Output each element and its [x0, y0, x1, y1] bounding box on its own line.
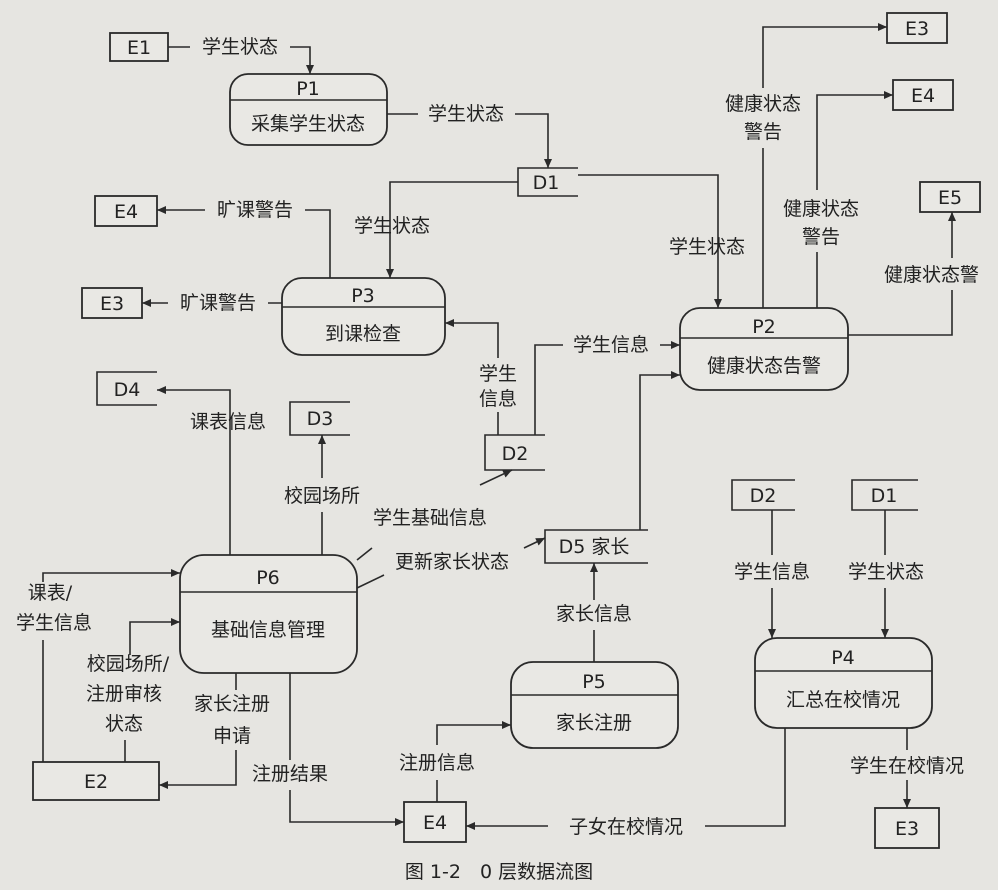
svg-text:E3: E3: [905, 18, 929, 40]
svg-text:D1: D1: [871, 485, 898, 507]
label-p3-e3: 旷课警告: [180, 292, 256, 314]
label-e2-p6b-line1: 校园场所/: [87, 653, 170, 675]
store-d2-mid: D2: [484, 434, 545, 471]
label-e2-p6b-line3: 状态: [105, 713, 143, 735]
entity-e1: E1: [109, 32, 169, 62]
svg-text:E4: E4: [114, 201, 138, 223]
store-d1-top: D1: [517, 167, 578, 197]
label-d1-p4: 学生状态: [848, 561, 924, 583]
label-p2-e3-line1: 健康状态: [725, 93, 801, 115]
entity-e4-top: E4: [892, 79, 954, 111]
label-p6-d2: 学生基础信息: [373, 507, 487, 529]
label-p2-e3-line2: 警告: [744, 121, 782, 143]
svg-text:E2: E2: [84, 771, 108, 793]
svg-text:到课检查: 到课检查: [325, 323, 401, 345]
label-e2-p6b-line2: 注册审核: [86, 683, 162, 705]
svg-text:E4: E4: [911, 85, 935, 107]
store-d5: D5 家长: [544, 529, 648, 564]
label-p6-e2-line1: 家长注册: [194, 693, 270, 715]
svg-text:P2: P2: [752, 316, 776, 338]
label-p5-d5: 家长信息: [556, 603, 632, 625]
svg-text:E5: E5: [938, 187, 962, 209]
svg-text:E1: E1: [127, 37, 151, 59]
flow-labels: 学生状态 学生状态 学生状态 学生状态 旷课警告 旷课警告 健康状态 警告 健康…: [16, 36, 979, 838]
label-p2-e5: 健康状态警: [884, 264, 979, 286]
flow-lines: [42, 27, 952, 826]
svg-text:D2: D2: [502, 443, 529, 465]
svg-text:E3: E3: [895, 818, 919, 840]
label-p6-e2-line2: 申请: [213, 725, 251, 747]
label-e2-p6-line1: 课表/: [28, 582, 73, 604]
label-d2-p2: 学生信息: [573, 334, 649, 356]
svg-text:采集学生状态: 采集学生状态: [251, 113, 365, 135]
entity-e3-bottom: E3: [874, 807, 940, 849]
svg-text:D2: D2: [750, 485, 777, 507]
svg-text:P3: P3: [351, 285, 375, 307]
label-d1-p3: 学生状态: [354, 215, 430, 237]
svg-text:D1: D1: [533, 172, 560, 194]
svg-text:P6: P6: [256, 567, 280, 589]
label-p6-d3: 校园场所: [284, 485, 360, 507]
store-d2-right: D2: [731, 479, 795, 511]
label-p4-e3: 学生在校情况: [850, 755, 964, 777]
label-d2-p3-line1: 学生: [479, 363, 517, 385]
figure-caption: 图 1-2 0 层数据流图: [405, 861, 593, 883]
label-e2-p6-line2: 学生信息: [16, 612, 92, 634]
svg-text:D4: D4: [114, 379, 141, 401]
label-p3-e4: 旷课警告: [217, 199, 293, 221]
store-d1-right: D1: [851, 479, 918, 511]
svg-text:E3: E3: [100, 293, 124, 315]
svg-text:D3: D3: [307, 408, 334, 430]
svg-text:家长注册: 家长注册: [556, 712, 632, 734]
process-p1: P1 采集学生状态: [229, 73, 388, 146]
label-p2-e4-line1: 健康状态: [783, 198, 859, 220]
process-p6: P6 基础信息管理: [179, 554, 358, 674]
entity-e4-left: E4: [94, 195, 158, 227]
svg-text:汇总在校情况: 汇总在校情况: [786, 689, 900, 711]
label-p6-e4: 注册结果: [252, 763, 328, 785]
store-d3: D3: [289, 401, 350, 436]
svg-text:D5 家长: D5 家长: [559, 536, 630, 558]
label-p6-d5: 更新家长状态: [395, 551, 509, 573]
label-d1-p2: 学生状态: [669, 236, 745, 258]
svg-text:P4: P4: [831, 647, 855, 669]
process-p2: P2 健康状态告警: [679, 307, 849, 391]
svg-text:E4: E4: [423, 812, 447, 834]
entity-e3-left: E3: [81, 287, 143, 319]
process-p4: P4 汇总在校情况: [754, 637, 933, 729]
svg-text:P5: P5: [582, 671, 606, 693]
svg-text:P1: P1: [296, 78, 320, 100]
label-d2-p3-line2: 信息: [479, 388, 517, 410]
label-p1-d1: 学生状态: [428, 103, 504, 125]
svg-text:健康状态告警: 健康状态告警: [707, 355, 821, 377]
label-p6-d4: 课表信息: [190, 411, 266, 433]
label-p2-e4-line2: 警告: [802, 226, 840, 248]
store-d4: D4: [96, 371, 157, 406]
entity-e5: E5: [919, 181, 981, 213]
svg-text:基础信息管理: 基础信息管理: [211, 619, 325, 641]
label-d2-p4: 学生信息: [734, 561, 810, 583]
entity-e3-top: E3: [886, 12, 948, 44]
label-e1-p1: 学生状态: [202, 36, 278, 58]
process-p5: P5 家长注册: [510, 661, 679, 749]
label-p4-e4: 子女在校情况: [569, 816, 683, 838]
entity-e2: E2: [32, 761, 160, 801]
process-p3: P3 到课检查: [281, 277, 446, 356]
label-e4-p5: 注册信息: [399, 752, 475, 774]
entity-e4-bottom: E4: [403, 801, 467, 843]
